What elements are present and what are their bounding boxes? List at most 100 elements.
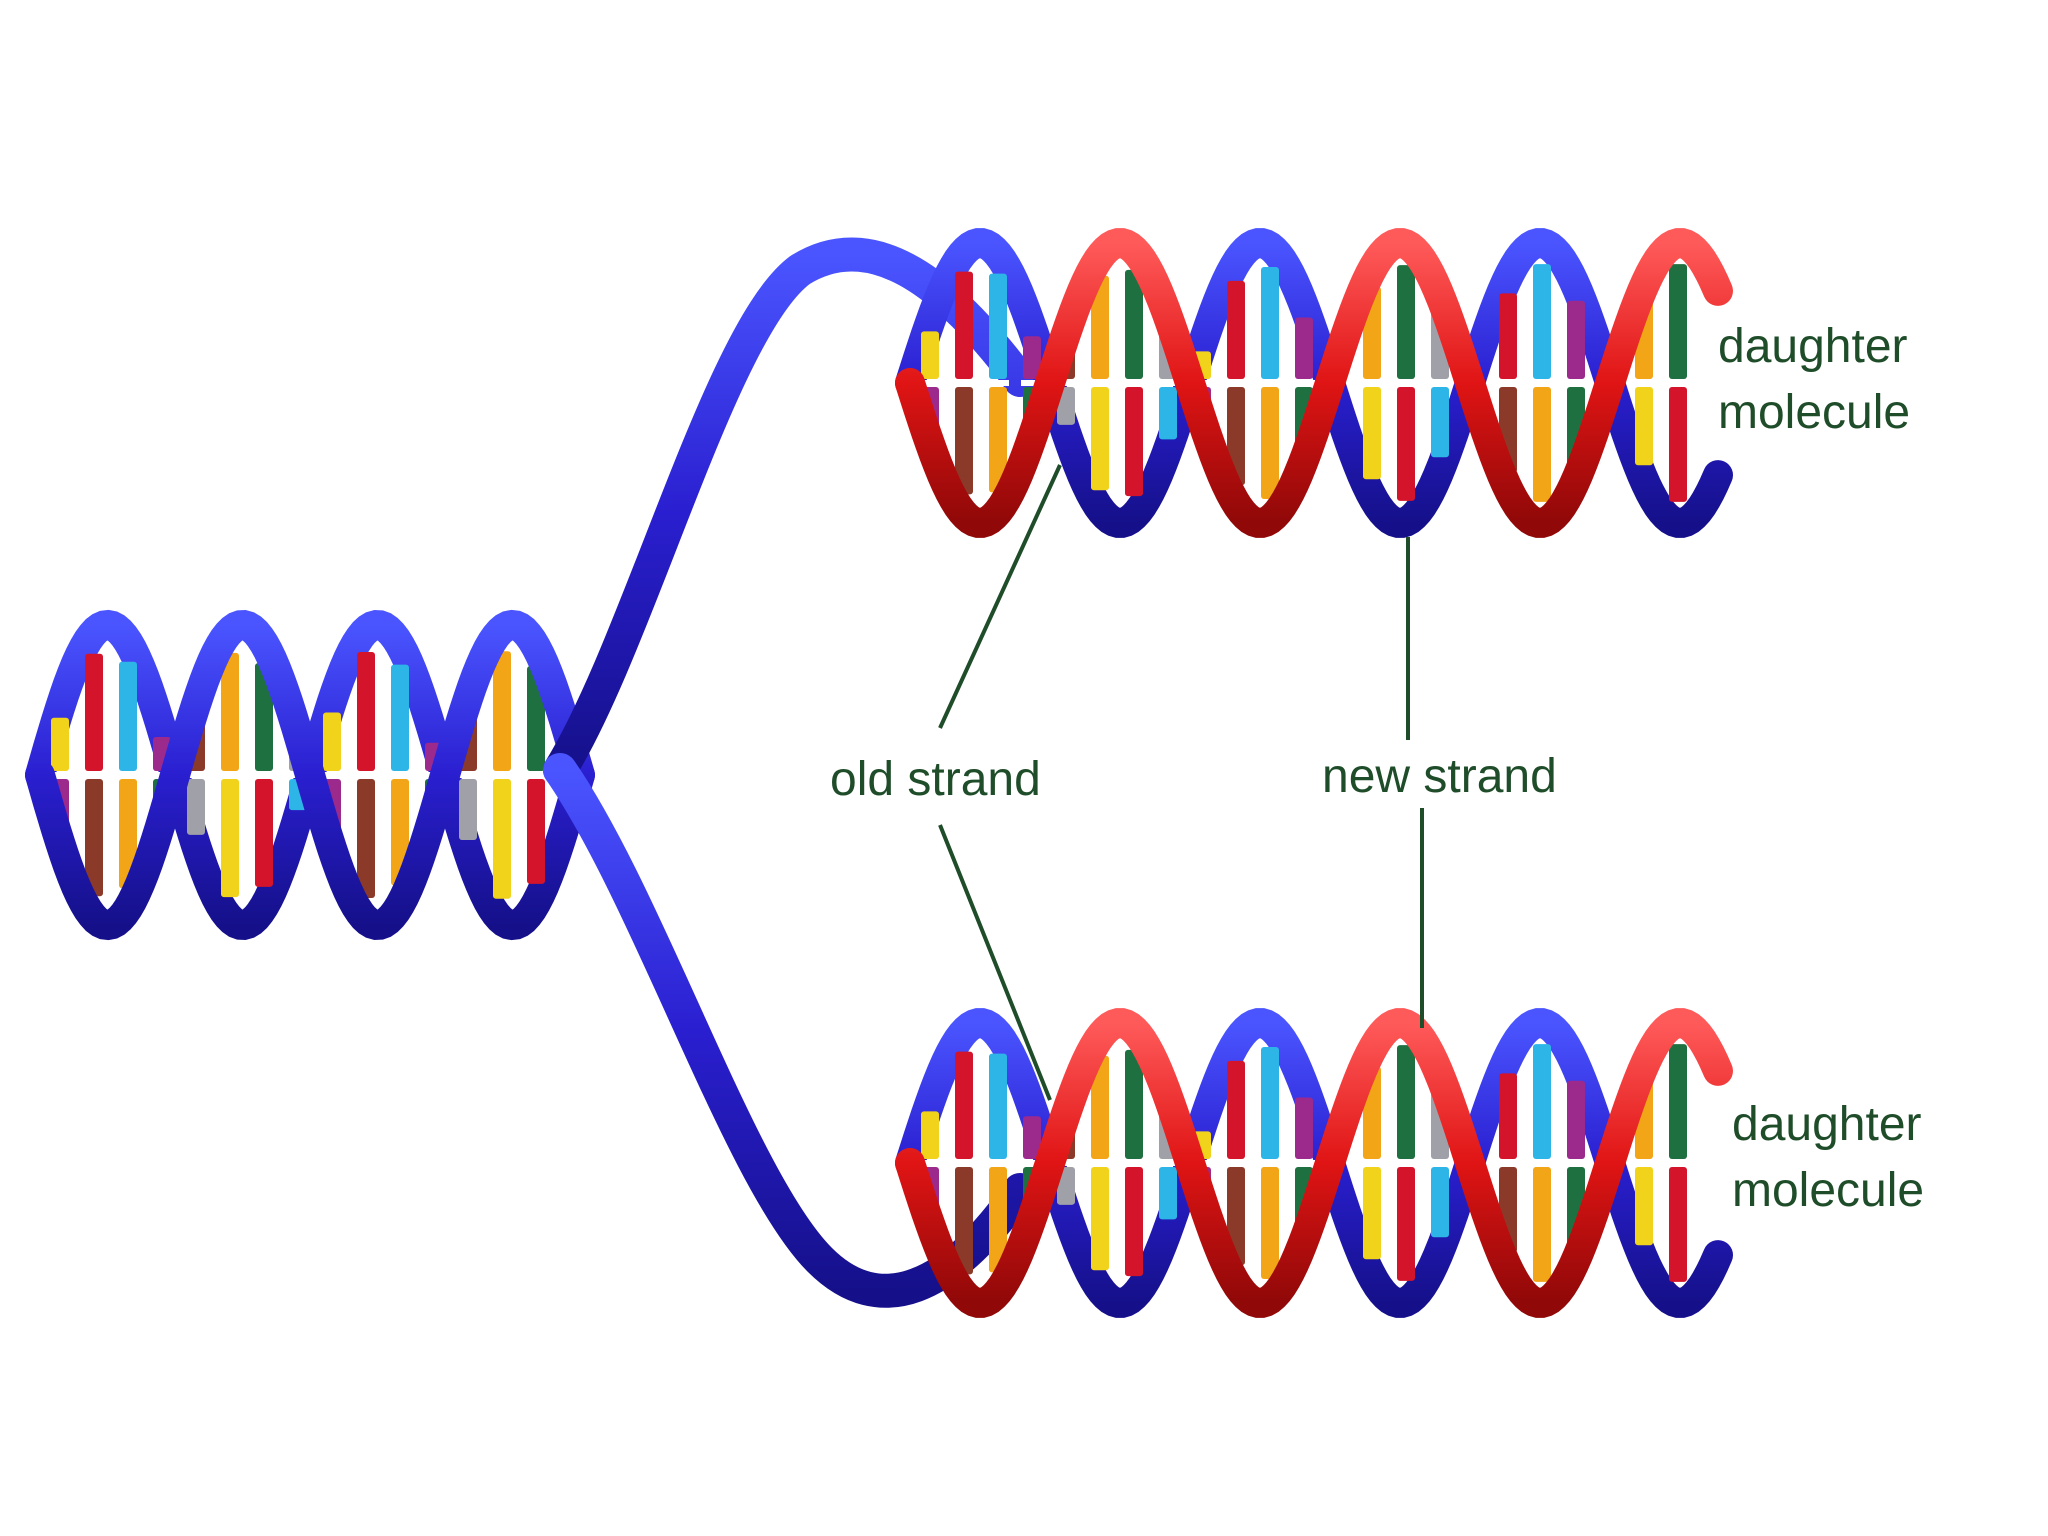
base-pair-segment — [1261, 266, 1279, 379]
base-pair-segment — [1669, 387, 1687, 502]
base-pair-bond — [987, 1160, 1009, 1166]
base-pair-segment — [1533, 264, 1551, 379]
base-pair-segment — [1635, 387, 1653, 466]
new-strand-label: new strand — [1322, 750, 1557, 803]
daughter-molecule-top-label-line2: molecule — [1718, 386, 1910, 439]
base-pair-bond — [1157, 1160, 1179, 1166]
base-pair-segment — [989, 1167, 1007, 1273]
base-pair-segment — [357, 779, 375, 898]
base-pair-segment — [1023, 336, 1041, 379]
base-pair-segment — [1091, 275, 1109, 379]
base-pair-bond — [1667, 1160, 1689, 1166]
base-pair-segment — [989, 1053, 1007, 1159]
base-pair-bond — [83, 772, 105, 778]
base-pair-bond — [1259, 1160, 1281, 1166]
base-pair-bond — [1055, 1160, 1077, 1166]
base-pair-segment — [1533, 387, 1551, 502]
base-pair-bond — [1565, 380, 1587, 386]
base-pair-segment — [1635, 1167, 1653, 1246]
base-pair-bond — [1497, 380, 1519, 386]
base-pair-segment — [1397, 1045, 1415, 1159]
base-pair-segment — [921, 1111, 939, 1159]
base-pair-segment — [1669, 1167, 1687, 1282]
base-pair-segment — [1567, 1080, 1585, 1159]
base-pair-bond — [1123, 1160, 1145, 1166]
base-pair-segment — [527, 779, 545, 884]
base-pair-segment — [1431, 1167, 1449, 1238]
base-pair-segment — [989, 273, 1007, 379]
base-pair-segment — [921, 331, 939, 379]
base-pair-bond — [1497, 1160, 1519, 1166]
base-pair-segment — [1057, 387, 1075, 425]
base-pair-segment — [221, 779, 239, 898]
base-pair-bond — [355, 772, 377, 778]
base-pair-segment — [323, 712, 341, 771]
base-pair-segment — [1125, 1049, 1143, 1159]
base-pair-bond — [1667, 380, 1689, 386]
base-pair-segment — [955, 271, 973, 379]
base-pair-bond — [525, 772, 547, 778]
old-strand-label: old strand — [830, 753, 1041, 806]
base-pair-segment — [1295, 1097, 1313, 1159]
base-pair-segment — [1125, 1167, 1143, 1277]
base-pair-bond — [1123, 380, 1145, 386]
base-pair-segment — [391, 664, 409, 771]
base-pair-segment — [1227, 280, 1245, 379]
base-pair-segment — [1567, 300, 1585, 379]
base-pair-segment — [1023, 1116, 1041, 1159]
base-pair-segment — [119, 779, 137, 889]
daughter-molecule-top — [895, 228, 1733, 538]
base-pair-bond — [253, 772, 275, 778]
base-pair-bond — [1089, 380, 1111, 386]
base-pair-segment — [955, 1051, 973, 1159]
base-pair-segment — [85, 779, 103, 897]
base-pair-bond — [919, 1160, 941, 1166]
old-strand-leader-line-top — [938, 464, 1062, 729]
base-pair-segment — [1091, 1167, 1109, 1271]
base-pair-segment — [1669, 1044, 1687, 1159]
base-pair-bond — [1089, 1160, 1111, 1166]
base-pair-bond — [1361, 380, 1383, 386]
base-pair-bond — [1293, 1160, 1315, 1166]
base-pair-bond — [1429, 380, 1451, 386]
base-pair-segment — [1669, 264, 1687, 379]
base-pair-bond — [491, 772, 513, 778]
base-pair-segment — [1397, 1167, 1415, 1281]
base-pair-segment — [1057, 1167, 1075, 1205]
base-pair-bond — [1225, 380, 1247, 386]
base-pair-segment — [459, 779, 477, 841]
base-pair-segment — [1295, 317, 1313, 379]
base-pair-bond — [1531, 380, 1553, 386]
base-pair-bond — [1633, 1160, 1655, 1166]
base-pair-segment — [187, 779, 205, 835]
base-pair-segment — [85, 653, 103, 771]
base-pair-segment — [1397, 387, 1415, 501]
base-pair-bond — [1531, 1160, 1553, 1166]
base-pair-bond — [1429, 1160, 1451, 1166]
base-pair-segment — [1261, 1046, 1279, 1159]
base-pair-bond — [1021, 380, 1043, 386]
base-pair-segment — [357, 652, 375, 771]
base-pair-bond — [953, 380, 975, 386]
parent-dna-molecule — [25, 609, 595, 941]
base-pair-bond — [1395, 380, 1417, 386]
daughter-bottom-strand-front — [895, 1008, 1733, 1318]
base-pair-segment — [221, 652, 239, 771]
base-pair-segment — [1125, 387, 1143, 497]
base-pair-bond — [1021, 1160, 1043, 1166]
base-pair-bond — [953, 1160, 975, 1166]
daughter-molecule-bottom-label-line2: molecule — [1732, 1164, 1924, 1217]
base-pair-bond — [1395, 1160, 1417, 1166]
base-pair-bond — [1361, 1160, 1383, 1166]
base-pair-segment — [51, 717, 69, 771]
base-pair-bond — [321, 772, 343, 778]
base-pair-bond — [219, 772, 241, 778]
base-pair-segment — [989, 387, 1007, 493]
base-pair-bond — [117, 772, 139, 778]
base-pair-segment — [1125, 269, 1143, 379]
daughter-molecule-bottom-label-line1: daughter — [1732, 1098, 1922, 1151]
base-pair-segment — [1363, 1167, 1381, 1260]
base-pair-segment — [119, 661, 137, 771]
parent-strand-front — [25, 609, 595, 941]
